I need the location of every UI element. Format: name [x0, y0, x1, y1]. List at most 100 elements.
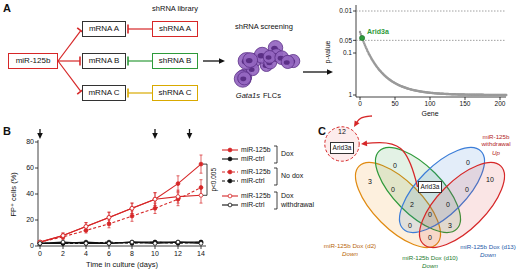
- axis-tick-label: 0.05: [339, 37, 352, 44]
- data-marker: [176, 240, 180, 244]
- connector-line: [58, 60, 80, 61]
- error-bar: [154, 193, 157, 206]
- data-marker: [153, 197, 157, 201]
- error-bar: [108, 212, 111, 222]
- mrna-box: mRNA B: [82, 53, 126, 68]
- legend-bracket: [274, 192, 277, 209]
- legend-text: miR-ctrl: [241, 177, 264, 185]
- cell-cluster: [234, 41, 300, 88]
- cell: [238, 72, 251, 85]
- data-marker: [130, 206, 134, 210]
- connector: [128, 57, 152, 66]
- legend-bracket: [274, 146, 277, 163]
- gene-box: Arid3a: [418, 181, 443, 192]
- axis-tick: [353, 95, 356, 96]
- inhibition-bar: [79, 57, 81, 66]
- axis-title: Gene: [421, 110, 438, 118]
- cell-nucleus: [246, 58, 253, 63]
- shrna-box: shRNA B: [152, 53, 198, 68]
- axis-tick: [86, 246, 87, 249]
- venn-count: 3: [448, 222, 452, 230]
- axis-tick: [35, 168, 38, 169]
- node-label: Arid3a: [421, 183, 440, 190]
- cell: [281, 55, 294, 68]
- shrna-box: shRNA A: [152, 21, 198, 36]
- hit-point: [360, 35, 365, 40]
- axis-tick: [35, 194, 38, 195]
- axis-tick-label: 0: [30, 242, 34, 250]
- arrowhead: [37, 133, 43, 139]
- venn-count: 0: [466, 159, 470, 167]
- hit-circle: 12Arid3a: [324, 126, 360, 162]
- cell-nucleus: [284, 60, 290, 65]
- set-label: miR-125b Dox (d2): [324, 242, 376, 249]
- gene-point: [505, 94, 507, 96]
- axis-tick: [178, 246, 179, 249]
- node-label: shRNA B: [157, 56, 193, 65]
- data-marker: [84, 242, 88, 246]
- venn-count: 10: [486, 176, 494, 184]
- gene-point: [504, 94, 506, 96]
- stat-annotation: p<0.005: [210, 168, 217, 192]
- venn-count: 0: [408, 222, 412, 230]
- axis-tick: [353, 53, 356, 54]
- arrow-line: [357, 116, 372, 123]
- data-marker: [84, 242, 88, 246]
- threshold-line: [356, 40, 506, 41]
- axis-tick: [35, 246, 38, 247]
- axis-tick-label: 8: [130, 250, 134, 258]
- connector: [128, 25, 152, 34]
- error-bar: [62, 234, 65, 239]
- error-bar: [177, 176, 180, 192]
- axis-tick-label: 20: [26, 216, 34, 224]
- venn-count: 0: [393, 162, 397, 170]
- axis-tick-label: 0.01: [339, 7, 352, 14]
- axis-tick: [360, 97, 361, 100]
- cell: [234, 70, 251, 87]
- axis-tick-label: 12: [174, 250, 182, 258]
- series-line: [40, 195, 201, 242]
- data-marker: [107, 216, 111, 220]
- axis-tick: [40, 246, 41, 249]
- data-marker: [130, 214, 134, 218]
- set-label: miR-125b Dox (d10): [402, 254, 458, 261]
- data-marker: [130, 206, 134, 210]
- error-bar: [131, 203, 134, 213]
- data-marker: [38, 242, 42, 246]
- axis-tick-label: 80: [26, 138, 34, 146]
- axis-tick-label: 1: [348, 91, 352, 98]
- set-label: Down: [480, 251, 496, 258]
- data-marker: [153, 197, 157, 201]
- legend-text: miR-ctrl: [241, 155, 264, 163]
- cell: [243, 53, 258, 68]
- error-bar: [200, 188, 203, 204]
- axis-tick: [201, 246, 202, 249]
- arrow-line: [303, 71, 328, 72]
- arrowhead: [327, 69, 333, 75]
- venn-count: 2: [410, 201, 414, 209]
- node-label: miR-125b: [13, 56, 53, 65]
- data-marker: [107, 242, 111, 246]
- legend-sample: [228, 148, 232, 152]
- node-label: 12: [324, 126, 360, 136]
- axis-title: Time in culture (days): [86, 261, 158, 270]
- annotation: Gata1s: [236, 92, 260, 101]
- legend-group: No dox: [281, 172, 303, 180]
- axis-tick: [353, 40, 356, 41]
- legend-text: miR-125b: [241, 192, 270, 200]
- set-label: miR-125b Dox (d13): [460, 243, 516, 250]
- venn-count: 0: [465, 186, 469, 194]
- legend-bracket: [274, 168, 277, 185]
- data-marker: [130, 240, 134, 244]
- error-bar: [62, 233, 65, 238]
- connector-line: [58, 61, 81, 91]
- series-line: [40, 164, 201, 242]
- node-label: mRNA C: [87, 88, 121, 97]
- data-marker: [107, 216, 111, 220]
- gene-box: Arid3a: [330, 142, 355, 153]
- node-label: shRNA C: [157, 88, 193, 97]
- data-marker: [84, 225, 88, 229]
- data-marker: [61, 240, 65, 244]
- gene-label: Arid3a: [366, 28, 390, 36]
